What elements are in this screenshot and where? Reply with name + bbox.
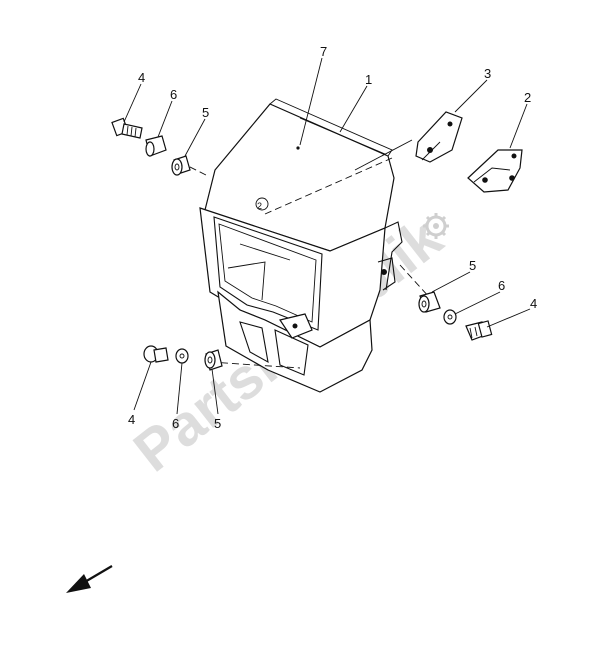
callout-6: 6 (172, 416, 179, 431)
collar-part-6-upper (145, 135, 167, 157)
callout-5: 5 (469, 258, 476, 273)
grommet-part-5-lower (204, 349, 223, 371)
callout-4: 4 (128, 412, 135, 427)
washer-part-6-right (443, 309, 457, 325)
callout-1: 1 (365, 72, 372, 87)
callout-6: 6 (498, 278, 505, 293)
callout-labels: 4 6 5 7 1 3 2 5 6 4 4 6 5 (128, 44, 537, 431)
svg-text:2: 2 (257, 201, 262, 211)
grommet-part-5-right (418, 291, 441, 313)
bracket-part-3 (415, 111, 463, 163)
callout-5: 5 (202, 105, 209, 120)
gear-icon (423, 213, 449, 239)
callout-7: 7 (320, 44, 327, 59)
callout-6: 6 (170, 87, 177, 102)
bolt-part-4-lower (143, 345, 169, 363)
washer-part-6-lower (175, 348, 189, 364)
callout-4: 4 (138, 70, 145, 85)
callout-3: 3 (484, 66, 491, 81)
bolt-part-4-upper (111, 117, 143, 139)
front-direction-arrow-icon (66, 565, 113, 593)
bolt-part-4-right (465, 320, 493, 341)
grommet-part-5-upper (171, 155, 191, 176)
bracket-part-2 (467, 149, 523, 193)
headlight-cover: 2 (199, 98, 403, 393)
leader-lines (123, 57, 531, 415)
callout-2: 2 (524, 90, 531, 105)
callout-5: 5 (214, 416, 221, 431)
callout-4: 4 (530, 296, 537, 311)
